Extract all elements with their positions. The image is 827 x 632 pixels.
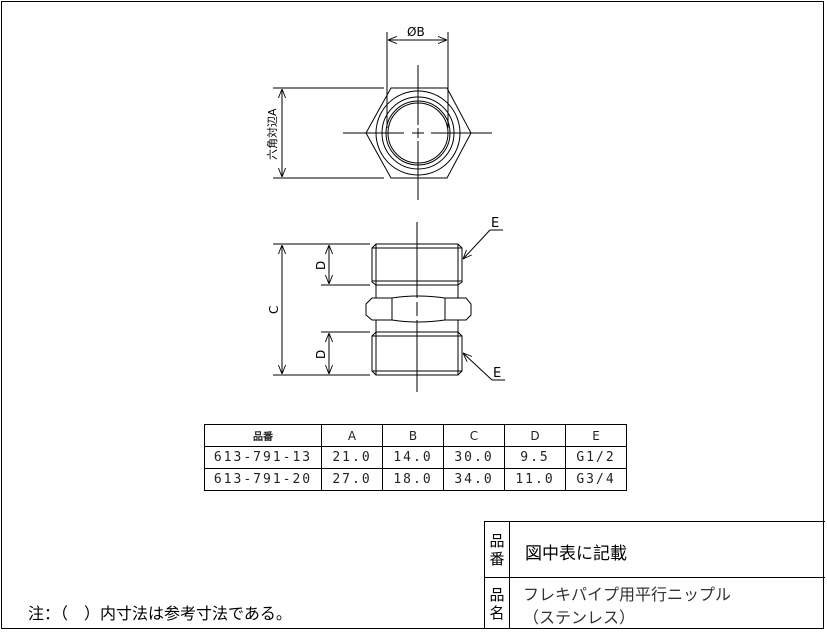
key-char: 名 [489,603,505,622]
dim-d-lower-label: D [314,350,328,359]
part-number-row: 品 番 図中表に記載 [485,522,825,578]
cell-e: G1/2 [565,446,627,469]
side-view [273,222,505,392]
cell-e: G3/4 [565,468,627,491]
part-number-key: 品 番 [485,522,510,577]
spec-table: 品番 A B C D E 613-791-13 21.0 14.0 30.0 9… [204,424,627,491]
cell-a: 21.0 [321,446,383,469]
cell-d: 11.0 [504,468,566,491]
key-char: 品 [489,585,505,604]
table-row: 613-791-20 27.0 18.0 34.0 11.0 G3/4 [204,468,627,491]
cell-part-number: 613-791-20 [204,468,322,491]
table-row: 613-791-13 21.0 14.0 30.0 9.5 G1/2 [204,446,627,469]
key-char: 番 [489,549,505,568]
part-name-line1: フレキパイプ用平行ニップル [523,585,732,604]
part-name-row: 品 名 フレキパイプ用平行ニップル （ステンレス） [485,578,825,629]
reference-dimension-note: 注：（ ）内寸法は参考寸法である。 [28,604,292,623]
thread-e-lower-label: E [493,366,501,381]
part-name-line2: （ステンレス） [523,608,636,627]
dim-b-label: ØB [407,25,425,39]
top-view [273,32,492,200]
header-part-number: 品番 [204,424,322,447]
key-char: 品 [489,531,505,550]
header-b: B [382,424,444,447]
title-block: 品 番 図中表に記載 品 名 フレキパイプ用平行ニップル （ステンレス） [484,521,825,629]
cell-part-number: 613-791-13 [204,446,322,469]
header-d: D [504,424,566,447]
cell-c: 34.0 [443,468,505,491]
cell-a: 27.0 [321,468,383,491]
cell-d: 9.5 [504,446,566,469]
cell-b: 18.0 [382,468,444,491]
dim-a-label: 六角対辺A [265,108,279,160]
dim-d-upper-label: D [314,261,328,270]
part-number-value: 図中表に記載 [525,544,627,564]
dim-c-label: C [267,306,281,314]
part-name-key: 品 名 [485,578,510,629]
header-e: E [565,424,627,447]
thread-e-upper-label: E [491,216,499,231]
header-c: C [443,424,505,447]
cell-c: 30.0 [443,446,505,469]
header-a: A [321,424,383,447]
cell-b: 14.0 [382,446,444,469]
table-header-row: 品番 A B C D E [204,424,627,447]
